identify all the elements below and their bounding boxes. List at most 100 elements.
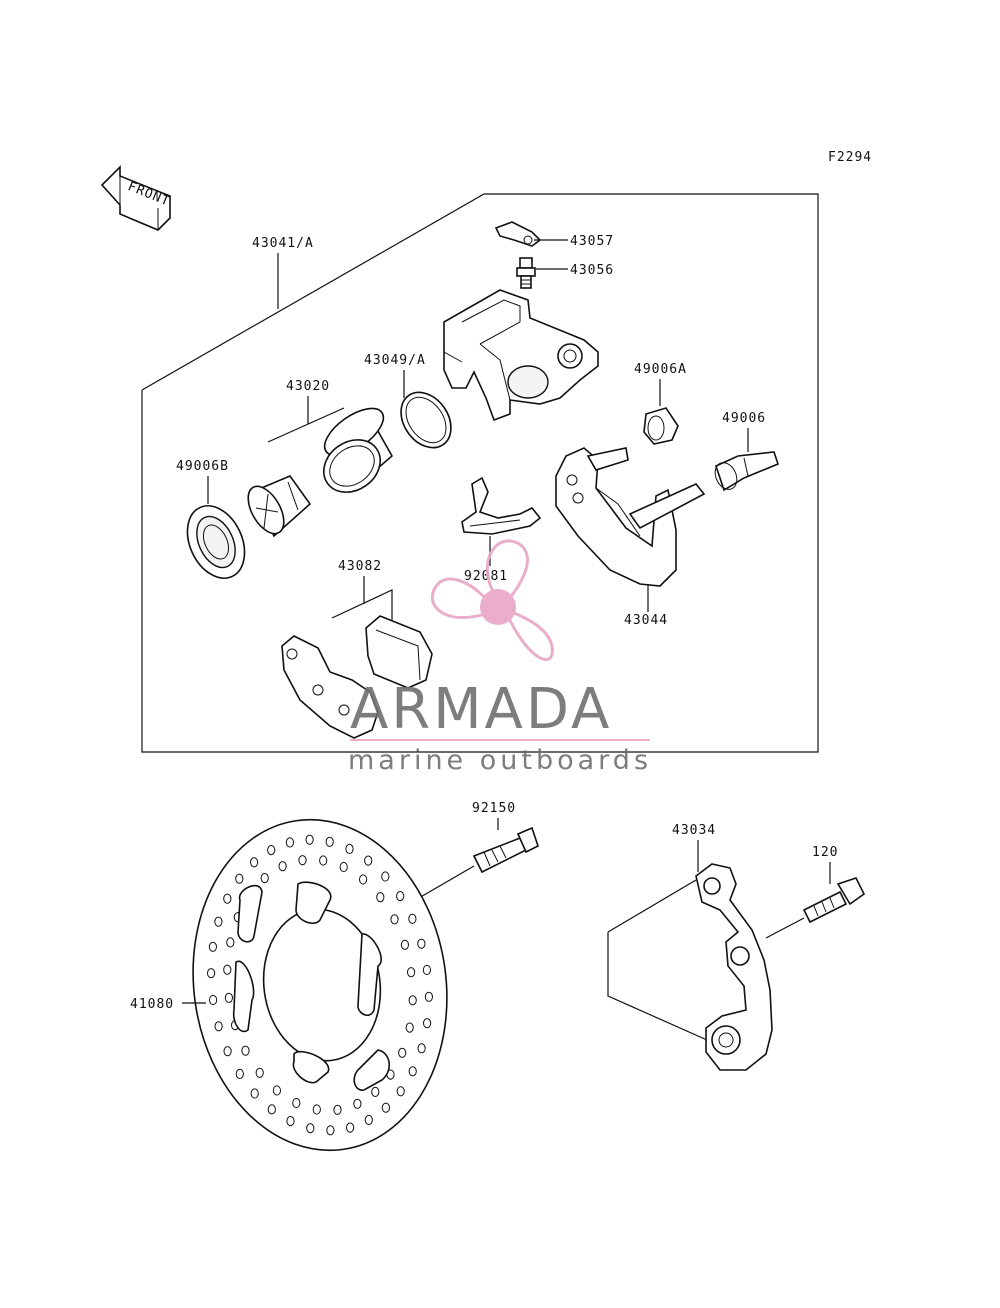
front-arrow-icon: FRONT: [100, 165, 172, 231]
disc-hole: [398, 1047, 407, 1058]
disc-hole: [250, 857, 259, 868]
disc-hole: [408, 1066, 417, 1077]
watermark-brand: ARMADA: [350, 677, 612, 742]
label-92150: 92150: [472, 801, 516, 816]
label-49006: 49006: [722, 411, 766, 426]
brake-disc: [192, 818, 448, 1152]
disc-hole: [292, 1097, 301, 1109]
disc-hole: [333, 1104, 342, 1115]
disc-hole: [235, 873, 244, 884]
label-43041a: 43041/A: [252, 236, 314, 251]
assembly-frame: [141, 193, 819, 753]
piston-seal: [400, 391, 452, 449]
disc-hole: [346, 1122, 355, 1133]
disc-hole: [396, 1086, 405, 1097]
disc-hole: [359, 874, 368, 885]
disc-hole: [339, 861, 348, 873]
disc-hole: [390, 914, 399, 925]
slide-pin: [714, 451, 779, 492]
disc-hole: [267, 1104, 276, 1115]
disc-hole: [286, 1116, 295, 1127]
brake-pad-outer: [281, 635, 379, 739]
label-43034: 43034: [672, 823, 716, 838]
brake-pad-inner: [365, 615, 433, 689]
disc-hole: [208, 941, 217, 952]
bleeder-cap: [494, 221, 542, 247]
disc-hole: [267, 845, 276, 856]
disc-hole: [223, 893, 232, 904]
disc-bolt: [472, 826, 539, 874]
label-120: 120: [812, 845, 838, 860]
disc-hole: [235, 1068, 244, 1080]
figure-code: F2294: [828, 150, 872, 165]
disc-hole: [285, 837, 294, 848]
disc-hole: [226, 937, 235, 948]
disc-hole: [345, 843, 354, 855]
disc-hole: [423, 1018, 432, 1029]
plate-edge-top: [607, 879, 697, 933]
disc-hole: [408, 913, 417, 924]
label-49006b: 49006B: [176, 459, 229, 474]
disc-hole: [417, 1043, 426, 1054]
plate-edge: [607, 932, 717, 1045]
disc-hole: [371, 1086, 380, 1098]
label-43020: 43020: [286, 379, 330, 394]
disc-hole: [223, 1046, 232, 1057]
label-41080: 41080: [130, 997, 174, 1012]
disc-hole: [396, 891, 405, 902]
disc-hole: [376, 892, 385, 903]
caliper-boot: [186, 505, 246, 579]
piston: [323, 407, 394, 494]
watermark-tagline: marine outboards: [348, 745, 652, 776]
disc-hole: [250, 1088, 259, 1099]
label-43044: 43044: [624, 613, 668, 628]
disc-hole: [407, 967, 416, 978]
pin-boot: [643, 407, 679, 445]
disc-hole: [408, 995, 417, 1006]
disc-hole: [326, 1125, 335, 1136]
mounting-bolt: [802, 877, 866, 924]
disc-hole: [364, 855, 373, 866]
label-43056: 43056: [570, 263, 614, 278]
pad-spring: [461, 476, 542, 535]
disc-hole: [255, 1067, 264, 1078]
disc-hole: [305, 834, 314, 845]
disc-hole: [353, 1098, 362, 1109]
label-43057: 43057: [570, 234, 614, 249]
group-bar-43020: [267, 407, 345, 443]
disc-hole: [209, 994, 218, 1006]
disc-hole: [260, 873, 269, 884]
leader-120-axis: [765, 917, 805, 939]
bleeder-valve: [516, 257, 536, 289]
disc-hole: [272, 1085, 281, 1096]
label-43082: 43082: [338, 559, 382, 574]
disc-hole: [223, 964, 232, 975]
disc-hole: [424, 991, 433, 1002]
disc-hole: [312, 1104, 321, 1115]
dust-boot: [247, 475, 312, 538]
disc-hole: [214, 916, 223, 927]
leader-92150-axis: [411, 865, 475, 903]
label-43049a: 43049/A: [364, 353, 426, 368]
disc-hole: [241, 1045, 250, 1056]
disc-hole: [422, 964, 431, 976]
propeller-icon: [430, 539, 554, 662]
disc-hole: [278, 861, 287, 872]
caliper-body: [443, 289, 599, 422]
armada-logo: ARMADA marine outboards: [348, 539, 652, 776]
disc-hole: [224, 992, 233, 1003]
disc-hole: [405, 1022, 414, 1033]
disc-hole: [381, 871, 390, 882]
label-49006a: 49006A: [634, 362, 687, 377]
caliper-bracket: [555, 447, 706, 587]
disc-hole: [325, 836, 334, 847]
disc-hole: [214, 1021, 223, 1032]
disc-hole: [306, 1123, 315, 1134]
disc-hole: [400, 939, 409, 950]
label-92081: 92081: [464, 569, 508, 584]
disc-hole: [319, 855, 328, 866]
mounting-bracket: [695, 863, 773, 1071]
disc-hole: [207, 968, 216, 979]
group-bar-43082: [331, 589, 393, 620]
